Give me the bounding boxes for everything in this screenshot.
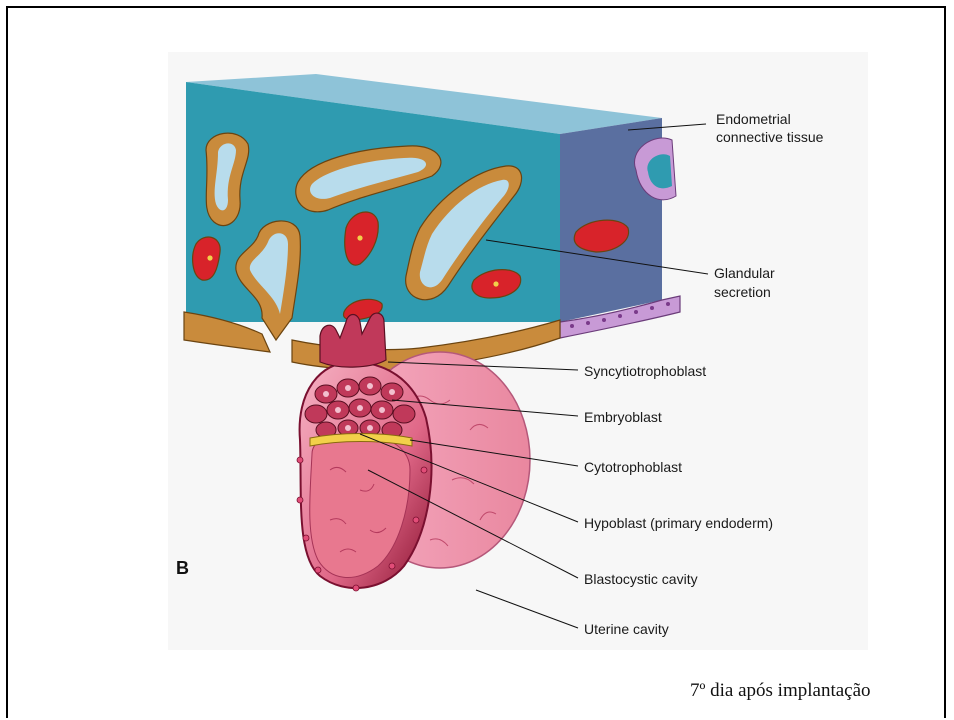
label-embryoblast: Embryoblast bbox=[584, 409, 662, 425]
label-syncytiotrophoblast: Syncytiotrophoblast bbox=[584, 363, 706, 379]
slide-caption: 7º dia após implantação bbox=[690, 680, 871, 702]
label-glandular-line1: Glandular bbox=[714, 265, 775, 281]
panel-letter: B bbox=[176, 558, 189, 578]
label-endometrial-line2: connective tissue bbox=[716, 129, 824, 145]
label-glandular-line2: secretion bbox=[714, 284, 771, 300]
label-cytotrophoblast: Cytotrophoblast bbox=[584, 459, 682, 475]
label-blastocystic-cavity: Blastocystic cavity bbox=[584, 571, 698, 587]
label-uterine-cavity: Uterine cavity bbox=[584, 621, 669, 637]
label-hypoblast: Hypoblast (primary endoderm) bbox=[584, 515, 773, 531]
label-endometrial-line1: Endometrial bbox=[716, 111, 791, 127]
